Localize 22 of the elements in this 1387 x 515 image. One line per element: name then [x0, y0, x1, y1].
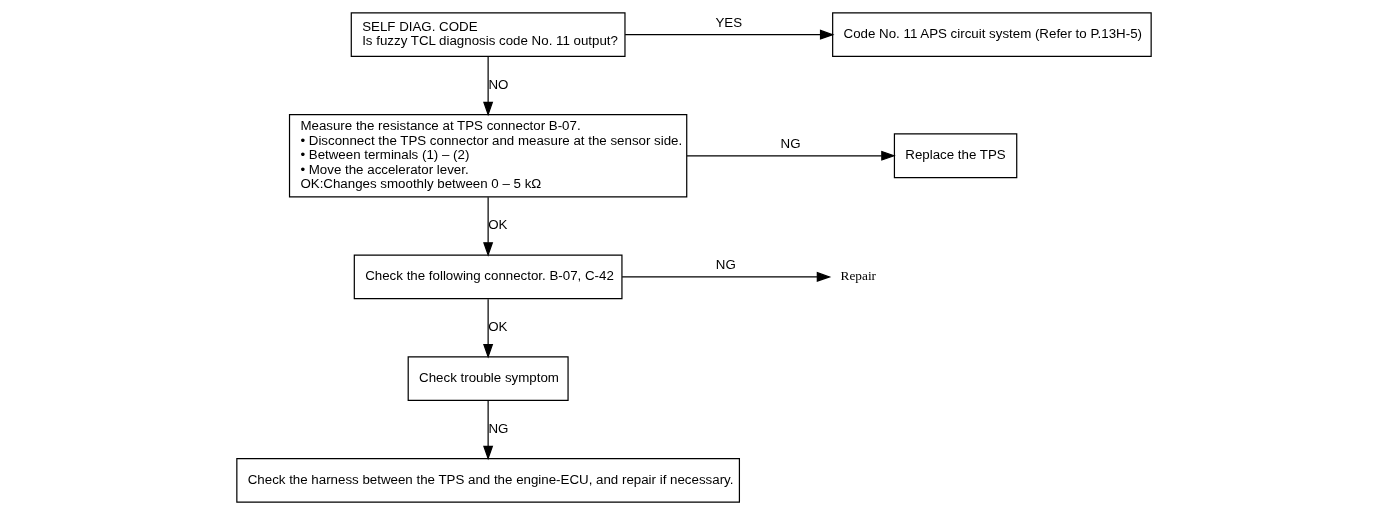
arrow	[621, 271, 831, 282]
arrow	[482, 196, 493, 257]
edge-label: NG	[780, 136, 801, 152]
edge-label: YES	[715, 15, 742, 31]
arrow	[685, 150, 896, 161]
node-box: Check the following connector. B-07, C-42	[353, 254, 623, 300]
node-text: Repair	[840, 268, 876, 284]
arrow	[482, 298, 493, 359]
arrow	[624, 29, 834, 40]
node-box: SELF DIAG. CODE Is fuzzy TCL diagnosis code No. 11 output?	[350, 12, 626, 58]
edge-label: NG	[715, 257, 736, 273]
edge-label: OK	[487, 319, 507, 335]
arrow	[482, 400, 493, 461]
node-box: Code No. 11 APS circuit system (Refer to P.13H-5)	[831, 12, 1152, 58]
node-box: Check the harness between the TPS and the engine-ECU, and repair if necessary.	[235, 457, 740, 503]
node-box: Check trouble symptom	[407, 356, 569, 401]
node-box: Replace the TPS	[893, 133, 1017, 179]
edge-label: OK	[487, 217, 507, 233]
node-box: Measure the resistance at TPS connector B-07. • Disconnect the TPS connector and measure at the sensor side. • Between terminals (1) – (2) • Move the accelerator lever. OK:Changes smoothly between 0 – 5 kΩ	[288, 114, 687, 198]
edge-label: NO	[487, 76, 508, 92]
edge-label: NG	[487, 420, 508, 436]
arrow	[482, 55, 493, 117]
